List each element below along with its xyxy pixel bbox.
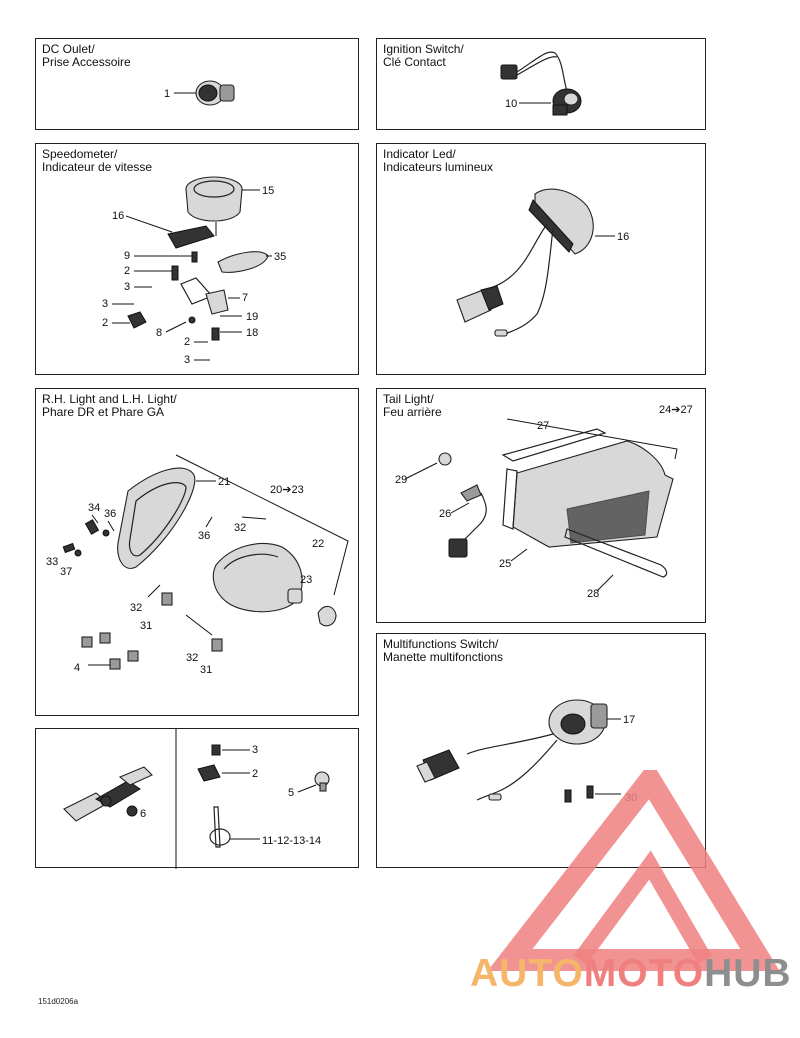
panel-ignition: Ignition Switch/ Clé Contact 10 <box>376 38 706 130</box>
panel-title: Speedometer/ Indicateur de vitesse <box>42 147 153 174</box>
part-callout: 19 <box>246 311 258 323</box>
panel-misc-parts: 6 3 2 5 11-12-13-14 <box>35 728 359 869</box>
panel-title: Multifunctions Switch/ Manette multifonc… <box>383 637 504 664</box>
tail-light-connector <box>448 538 468 558</box>
part-callout: 3 <box>184 354 190 366</box>
part-callout: 3 <box>124 281 130 293</box>
watermark-triangle-inner <box>573 850 712 965</box>
part-callout: 5 <box>288 787 294 799</box>
part-callout: 2 <box>184 336 190 348</box>
panel-headlights: R.H. Light and L.H. Light/ Phare DR et P… <box>35 388 359 716</box>
ignition-connector <box>500 64 518 80</box>
panel-multifunction: Multifunctions Switch/ Manette multifonc… <box>376 633 706 868</box>
watermark-triangle-outer <box>487 770 780 971</box>
part-callout: 34 <box>88 502 100 514</box>
part-callout: 17 <box>623 714 635 726</box>
watermark-auto: AUTO <box>470 952 584 995</box>
panel-title: Tail Light/ Feu arrière <box>383 392 442 419</box>
automotohub-watermark-logo <box>487 770 780 971</box>
part-callout: 6 <box>140 808 146 820</box>
watermark-hub: HUB <box>704 952 792 995</box>
part-callout: 27 <box>537 420 549 432</box>
panel-title: R.H. Light and L.H. Light/ Phare DR et P… <box>42 392 177 419</box>
part-callout: 25 <box>499 558 511 570</box>
watermark-moto: MOTO <box>583 952 705 995</box>
panel-indicator-led: Indicator Led/ Indicateurs lumineux 16 <box>376 143 706 375</box>
headlight-clip <box>81 636 93 648</box>
part-callout: 24➔27 <box>659 404 693 416</box>
headlight-bulb <box>287 588 303 604</box>
part-callout: 16 <box>617 231 629 243</box>
part-callout: 2 <box>124 265 130 277</box>
part-callout: 2 <box>252 768 258 780</box>
speedometer-housing <box>167 225 215 249</box>
cable-tie-part <box>209 828 231 846</box>
part-callout: 20➔23 <box>270 484 304 496</box>
panel-title: Indicator Led/ Indicateurs lumineux <box>383 147 494 174</box>
misc-parts-drawing: 6 3 2 5 11-12-13-14 <box>63 729 330 869</box>
speedometer-bezel <box>217 251 269 273</box>
headlight-lens-frame <box>117 467 196 569</box>
part-callout: 32 <box>234 522 246 534</box>
headlights-drawing: 21 20➔23 34 36 36 32 22 33 37 23 32 31 3… <box>46 454 349 676</box>
part-callout: 21 <box>218 476 230 488</box>
part-callout: 15 <box>262 185 274 197</box>
ignition-drawing: 10 <box>500 51 582 116</box>
part-callout: 31 <box>200 664 212 676</box>
part-callout: 9 <box>124 250 130 262</box>
part-callout: 28 <box>587 588 599 600</box>
part-callout: 35 <box>274 251 286 263</box>
part-callout: 26 <box>439 508 451 520</box>
panel-tail-light: Tail Light/ Feu arrière 27 24➔27 29 26 2… <box>376 388 706 623</box>
part-callout: 23 <box>300 574 312 586</box>
part-callout: 2 <box>102 317 108 329</box>
part-callout: 18 <box>246 327 258 339</box>
indicator-led-drawing: 16 <box>456 188 629 337</box>
part-callout: 16 <box>112 210 124 222</box>
part-callout: 32 <box>186 652 198 664</box>
callout-10: 10 <box>505 98 517 110</box>
callout-1: 1 <box>164 88 170 100</box>
tail-light-bolt <box>564 528 668 578</box>
footer-code: 151d0206a <box>38 997 79 1006</box>
panel-dc-outlet: DC Oulet/ Prise Accessoire 1 <box>35 38 359 130</box>
part-callout: 3 <box>102 298 108 310</box>
panel-title: DC Oulet/ Prise Accessoire <box>42 42 131 69</box>
part-callout: 31 <box>140 620 152 632</box>
part-callout: 37 <box>60 566 72 578</box>
watermark-wordmark: AUTOMOTOHUB <box>470 952 792 996</box>
part-callout: 29 <box>395 474 407 486</box>
dc-outlet-drawing: 1 <box>164 80 235 106</box>
part-callout: 7 <box>242 292 248 304</box>
indicator-led-connector <box>456 289 492 323</box>
multifunction-drawing: 17 30 <box>416 699 637 804</box>
part-callout: 22 <box>312 538 324 550</box>
speedometer-drawing: 15 16 35 9 2 3 7 3 2 8 19 18 2 3 <box>102 176 286 366</box>
part-callout: 8 <box>156 327 162 339</box>
part-callout: 3 <box>252 744 258 756</box>
panel-title: Ignition Switch/ Clé Contact <box>383 42 464 69</box>
part-callout: 4 <box>74 662 80 674</box>
part-callout: 32 <box>130 602 142 614</box>
part-callout: 36 <box>198 530 210 542</box>
panel-speedometer: Speedometer/ Indicateur de vitesse 15 16… <box>35 143 359 375</box>
part-callout: 36 <box>104 508 116 520</box>
tail-light-drawing: 27 24➔27 29 26 25 28 <box>395 404 693 600</box>
part-callout: 33 <box>46 556 58 568</box>
part-callout: 11-12-13-14 <box>262 835 321 847</box>
